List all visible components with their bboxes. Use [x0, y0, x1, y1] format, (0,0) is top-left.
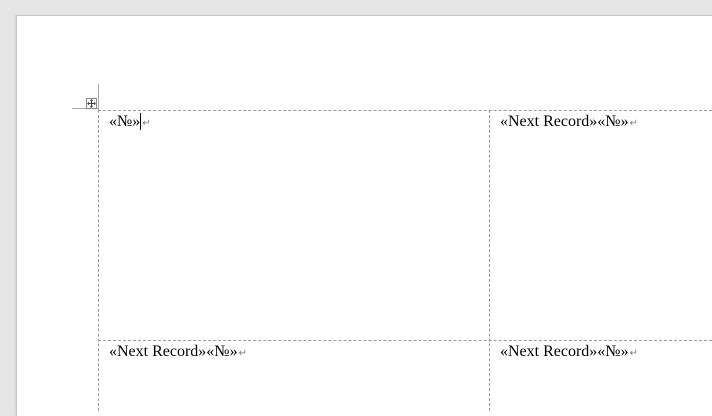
table-gridline [98, 110, 99, 411]
merge-field-text: «Next Record»«№» [500, 113, 629, 130]
text-cursor [140, 113, 142, 130]
merge-field-text: «№» [109, 113, 141, 130]
table-cell-3[interactable]: «Next Record»«№»↵ [109, 343, 247, 363]
merge-field-text: «Next Record»«№» [109, 343, 238, 360]
table-gridline [489, 110, 490, 411]
table-cell-2[interactable]: «Next Record»«№»↵ [500, 113, 638, 133]
paragraph-mark-icon: ↵ [629, 348, 638, 359]
table-move-handle-icon[interactable] [86, 98, 97, 109]
table-gridline [98, 340, 712, 341]
table-cell-1[interactable]: «№»↵ [109, 113, 151, 133]
paragraph-mark-icon: ↵ [238, 348, 247, 359]
merge-field-text: «Next Record»«№» [500, 343, 629, 360]
table-gridline [98, 110, 712, 111]
margin-corner-mark [72, 108, 98, 109]
document-page[interactable] [16, 15, 712, 416]
paragraph-mark-icon: ↵ [629, 118, 638, 129]
margin-corner-mark [98, 84, 99, 110]
paragraph-mark-icon: ↵ [142, 118, 151, 129]
table-cell-4[interactable]: «Next Record»«№»↵ [500, 343, 638, 363]
